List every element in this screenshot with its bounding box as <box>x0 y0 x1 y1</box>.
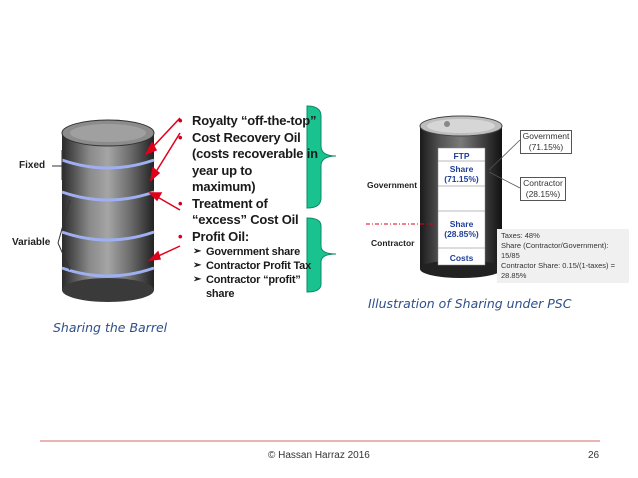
label-government: Government <box>367 180 418 190</box>
segment-costs: Costs <box>449 253 474 263</box>
segment-share-government: Share (71.15%) <box>444 164 479 184</box>
segment-ftp: FTP <box>453 151 470 161</box>
contractor-callout-pointer <box>488 171 521 189</box>
callout-government: Government (71.15%) <box>520 130 572 154</box>
sub-bullet-government-share: ➢Government share <box>193 246 301 258</box>
label-fixed: Fixed <box>19 160 46 171</box>
oil-barrel-right <box>419 115 503 278</box>
green-brace-top <box>306 105 337 209</box>
tax-calculation-box: Taxes: 48% Share (Contractor/Government)… <box>497 229 629 283</box>
label-variable: Variable <box>12 237 51 248</box>
caption-psc-sharing: Illustration of Sharing under PSC <box>368 296 572 311</box>
bullet-profit-oil: •Profit Oil: <box>178 228 250 244</box>
bullet-royalty: •Royalty “off-the-top” <box>178 113 317 128</box>
red-pointer-arrows <box>144 117 181 261</box>
label-contractor: Contractor <box>371 238 415 248</box>
bullet-excess-cost-oil: •Treatment of “excess” Cost Oil <box>178 195 299 228</box>
variable-arrows <box>57 199 71 271</box>
government-callout-pointer <box>488 139 521 171</box>
caption-sharing-the-barrel: Sharing the Barrel <box>53 320 168 335</box>
oil-barrel-left <box>61 119 155 302</box>
green-brace-bottom <box>306 217 337 293</box>
barrel-sharing-bullet-list: •Royalty “off-the-top” •Cost Recovery Oi… <box>178 113 318 301</box>
sub-bullet-contractor-profit-tax: ➢Contractor Profit Tax <box>193 260 311 272</box>
sub-bullet-contractor-profit-share: ➢Contractor “profit” share <box>193 274 301 300</box>
page-number: 26 <box>588 450 600 461</box>
fixed-arrow <box>52 150 63 180</box>
bullet-cost-recovery: •Cost Recovery Oil (costs recoverable in… <box>178 129 318 195</box>
segment-share-contractor: Share (28.85%) <box>444 219 479 239</box>
callout-contractor: Contractor (28.15%) <box>520 177 566 201</box>
footer-copyright: © Hassan Harraz 2016 <box>268 450 370 461</box>
